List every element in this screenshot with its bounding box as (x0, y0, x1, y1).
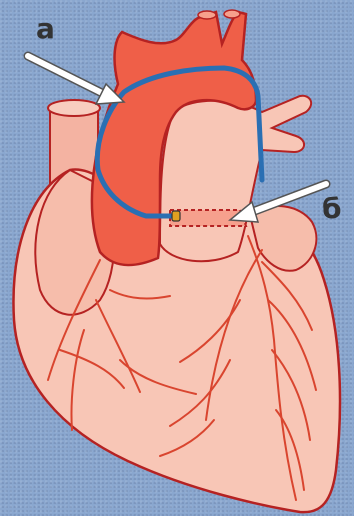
aortic-branch-1 (198, 11, 216, 19)
label-b: б (322, 192, 342, 225)
pointer-arrow-a (28, 56, 124, 104)
aortic-branch-2 (224, 10, 240, 18)
label-a: а (36, 12, 55, 45)
graft-connector (172, 211, 180, 221)
